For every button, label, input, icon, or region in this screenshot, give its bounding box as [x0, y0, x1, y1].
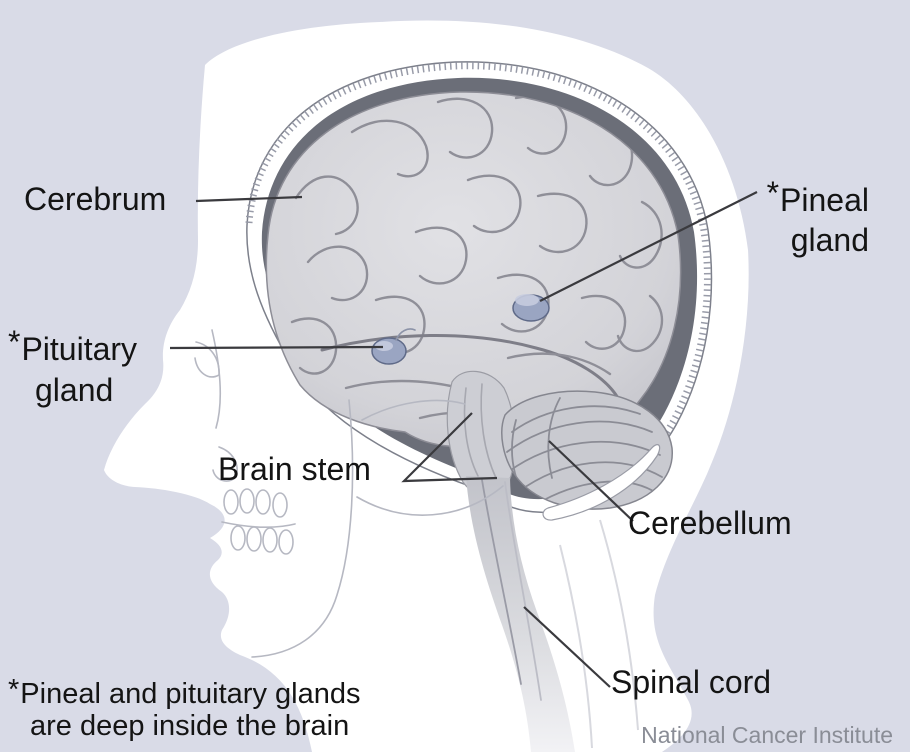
skull-stipple-texture	[245, 62, 711, 505]
cerebrum-label-text: Cerebrum	[24, 181, 167, 217]
brain-stem-leader-line	[401, 412, 498, 483]
skull-base-strip	[542, 444, 661, 521]
pineal-leader-line	[539, 191, 758, 302]
cerebellum-label-text: Cerebellum	[628, 505, 792, 541]
footnote: *Pineal and pituitary glands are deep in…	[8, 674, 361, 742]
pineal-gland-shape	[512, 294, 550, 322]
spinal-cord-label: Spinal cord	[611, 664, 772, 700]
spinal-cord-illustration	[466, 476, 639, 752]
asterisk-marker: *	[766, 175, 780, 211]
pituitary-leader-line	[169, 345, 384, 350]
pituitary-label-line1: Pituitary	[21, 331, 138, 367]
pituitary-gland-shape	[371, 328, 416, 365]
asterisk-marker: *	[8, 674, 20, 706]
pineal-label-line1: Pineal	[780, 182, 869, 218]
cerebellum-leader-line	[548, 440, 634, 522]
pineal-gland-label: *Pineal gland	[767, 175, 869, 260]
cerebrum-leader-line	[195, 195, 303, 203]
brain-stem-illustration	[446, 370, 516, 497]
footnote-line1: Pineal and pituitary glands	[20, 678, 361, 710]
leader-lines	[169, 191, 758, 688]
asterisk-marker: *	[8, 324, 21, 360]
pituitary-label-line2: gland	[35, 372, 114, 408]
pineal-label-line2: gland	[790, 222, 869, 258]
spinal-cord-label-text: Spinal cord	[611, 664, 772, 700]
cerebrum-label: Cerebrum	[24, 181, 167, 217]
brain-stem-label: Brain stem	[218, 451, 371, 487]
pituitary-gland-label: *Pituitary gland	[8, 324, 138, 411]
cerebellum-label: Cerebellum	[628, 505, 792, 541]
footnote-line2: are deep inside the brain	[30, 710, 350, 742]
brain-stem-label-text: Brain stem	[218, 451, 371, 487]
spinal-cord-leader-line	[523, 606, 611, 688]
attribution-text: National Cancer Institute	[641, 722, 893, 748]
cerebellum-illustration	[501, 390, 673, 521]
face-skull-sketch	[194, 329, 504, 658]
